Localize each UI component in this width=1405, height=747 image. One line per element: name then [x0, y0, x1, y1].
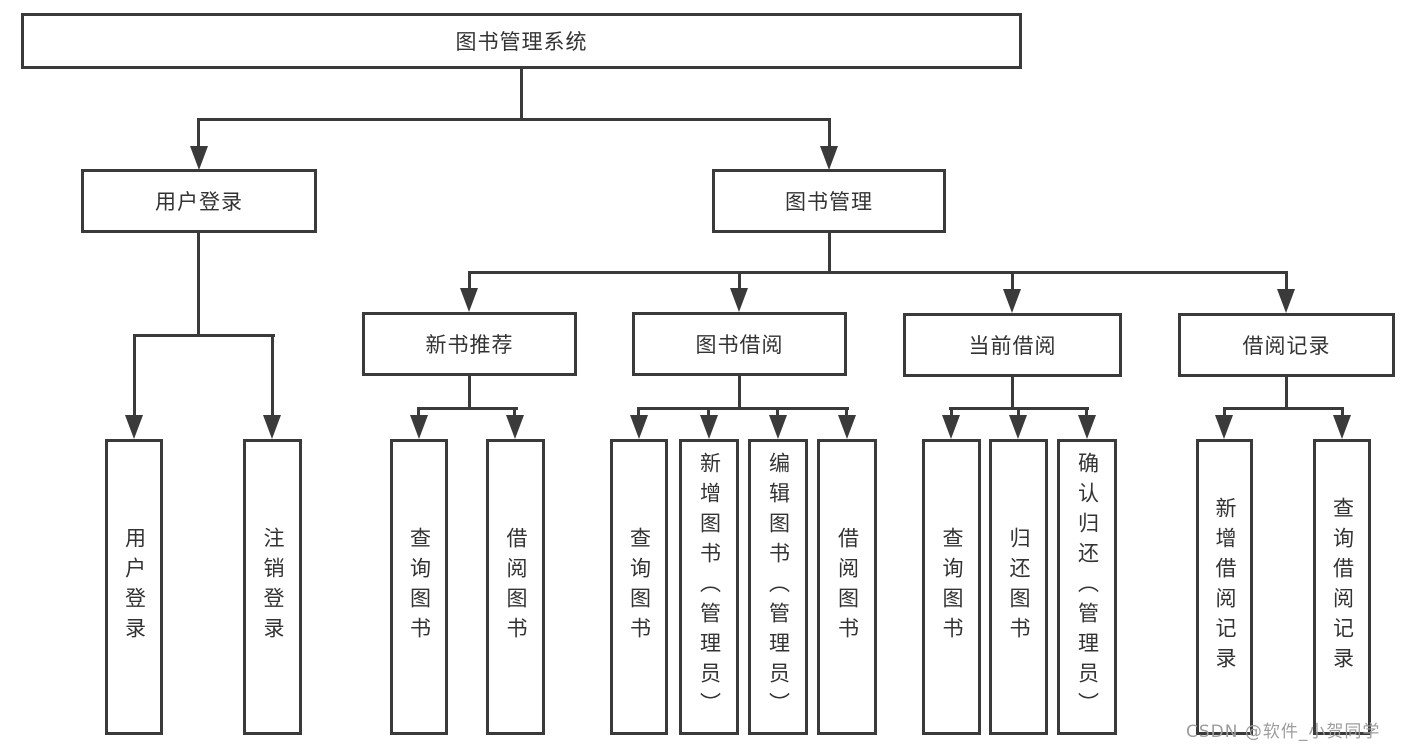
node-user-login: 用户登录	[81, 169, 317, 233]
leaf-label: 用户登录	[122, 527, 147, 647]
connector-line	[133, 334, 275, 337]
connector-line	[468, 375, 471, 410]
arrowhead-down-icon	[1215, 415, 1233, 439]
arrowhead-down-icon	[1078, 415, 1096, 439]
leaf-add-book-admin: 新增图书（管理员）	[679, 439, 739, 735]
node-new-book-recommend: 新书推荐	[362, 312, 577, 376]
leaf-logout-login: 注销登录	[243, 439, 302, 735]
arrowhead-down-icon	[942, 415, 960, 439]
arrowhead-down-icon	[820, 146, 838, 170]
connector-line	[1285, 273, 1288, 290]
node-book-borrow: 图书借阅	[632, 312, 847, 376]
node-current-borrow: 当前借阅	[903, 313, 1122, 377]
arrowhead-down-icon	[1333, 415, 1351, 439]
arrowhead-down-icon	[769, 415, 787, 439]
connector-line	[468, 273, 471, 290]
connector-line	[197, 232, 200, 337]
leaf-label: 编辑图书（管理员）	[766, 452, 791, 722]
leaf-borrow-book: 借阅图书	[817, 439, 877, 735]
leaf-confirm-return-admin: 确认归还（管理员）	[1057, 439, 1117, 735]
leaf-label: 归还图书	[1007, 527, 1031, 647]
connector-line	[637, 409, 640, 417]
connector-line	[1011, 376, 1014, 410]
arrowhead-down-icon	[410, 415, 428, 439]
arrowhead-down-icon	[125, 415, 143, 439]
leaf-query-borrow-record: 查询借阅记录	[1313, 439, 1371, 735]
arrowhead-down-icon	[460, 288, 478, 312]
arrowhead-down-icon	[1009, 415, 1027, 439]
connector-line	[417, 409, 420, 417]
connector-line	[950, 409, 953, 417]
leaf-user-login: 用户登录	[105, 439, 163, 735]
connector-line	[513, 409, 516, 417]
leaf-label: 新增图书（管理员）	[697, 452, 722, 722]
connector-line	[271, 336, 274, 416]
connector-line	[1341, 409, 1344, 417]
connector-line	[828, 232, 831, 274]
arrowhead-down-icon	[1277, 289, 1295, 313]
arrowhead-down-icon	[730, 288, 748, 312]
connector-line	[828, 120, 831, 147]
connector-line	[1085, 409, 1088, 417]
csdn-watermark: CSDN @软件_小贺同学	[1186, 722, 1381, 742]
leaf-add-borrow-record: 新增借阅记录	[1196, 439, 1253, 735]
node-label: 图书管理	[785, 190, 873, 214]
leaf-edit-book-admin: 编辑图书（管理员）	[748, 439, 808, 735]
connector-line	[417, 407, 518, 410]
leaf-label: 查询图书	[407, 527, 432, 647]
connector-line	[738, 375, 741, 410]
connector-line	[468, 271, 1288, 274]
connector-line	[949, 407, 1089, 410]
arrowhead-down-icon	[263, 415, 281, 439]
node-label: 借阅记录	[1242, 334, 1331, 358]
leaf-query-book-recommend: 查询图书	[390, 439, 448, 735]
connector-line	[197, 118, 831, 121]
connector-line	[1011, 273, 1014, 290]
arrowhead-down-icon	[838, 415, 856, 439]
node-label: 当前借阅	[968, 334, 1057, 358]
connector-line	[197, 120, 200, 147]
leaf-label: 查询图书	[627, 527, 652, 647]
leaf-return-book: 归还图书	[989, 439, 1048, 735]
leaf-label: 查询借阅记录	[1330, 497, 1355, 677]
connector-line	[1223, 407, 1344, 410]
connector-line	[845, 409, 848, 417]
node-borrow-record: 借阅记录	[1178, 313, 1395, 377]
arrowhead-down-icon	[506, 415, 524, 439]
leaf-label: 查询图书	[940, 527, 964, 647]
arrowhead-down-icon	[1003, 289, 1021, 313]
connector-line	[1223, 409, 1226, 417]
leaf-query-book-current: 查询图书	[922, 439, 981, 735]
connector-line	[637, 407, 849, 410]
leaf-label: 注销登录	[261, 527, 285, 647]
node-label: 图书借阅	[695, 333, 784, 357]
leaf-label: 新增借阅记录	[1213, 497, 1237, 677]
connector-line	[133, 336, 136, 416]
arrowhead-down-icon	[630, 415, 648, 439]
arrowhead-down-icon	[190, 146, 208, 170]
connector-line	[520, 69, 523, 121]
connector-line	[776, 409, 779, 417]
node-label: 新书推荐	[425, 333, 514, 357]
arrowhead-down-icon	[700, 415, 718, 439]
connector-line	[1017, 409, 1020, 417]
connector-line	[738, 273, 741, 290]
leaf-label: 确认归还（管理员）	[1075, 452, 1100, 722]
node-label: 用户登录	[155, 190, 243, 214]
connector-line	[1285, 376, 1288, 410]
node-book-management: 图书管理	[712, 169, 946, 233]
leaf-label: 借阅图书	[504, 527, 528, 647]
connector-line	[707, 409, 710, 417]
leaf-borrow-book-recommend: 借阅图书	[486, 439, 545, 735]
leaf-label: 借阅图书	[835, 527, 860, 647]
leaf-query-book-borrow: 查询图书	[610, 439, 668, 735]
node-label: 图书管理系统	[455, 30, 588, 54]
node-library-management-system: 图书管理系统	[21, 13, 1022, 69]
